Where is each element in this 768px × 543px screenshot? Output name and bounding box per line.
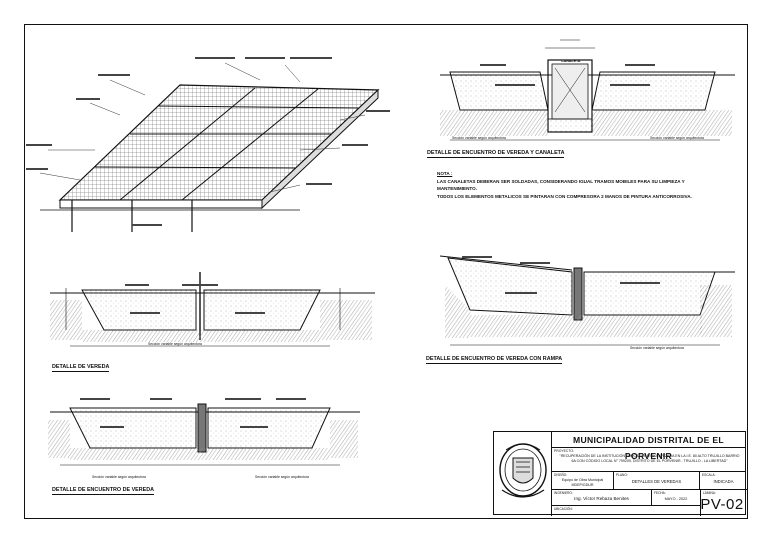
date-key: FECHA:: [654, 491, 666, 495]
seccion-label-5: Sección variable según arquitectura: [650, 136, 704, 140]
project-name: "RECUPERACIÓN DE LA INSTITUCIÓN EDUCATIV…: [559, 454, 740, 463]
canaleta-label: CANALETA: [561, 59, 581, 63]
seccion-label-4: Sección variable según arquitectura: [452, 136, 506, 140]
engineer-cell: INGENIERO: Ing. Víctor Rebaza Benites: [552, 490, 652, 506]
designer-value: Equipo de Obra Municipal: [561, 478, 604, 482]
vereda-title: DETALLE DE VEREDA: [52, 364, 110, 372]
engineer-value: Ing. Víctor Rebaza Benites: [574, 496, 629, 501]
date-value: MAYO - 2022: [664, 497, 688, 501]
designer-value-2: MDEP/GDUR: [571, 483, 594, 487]
location-cell: UBICACIÓN:: [552, 506, 701, 516]
plan-cell: PLANO: DETALLES DE VEREDAS: [614, 472, 700, 490]
scale-key: ESCALA:: [702, 473, 716, 477]
municipal-seal: [494, 432, 552, 516]
seccion-label-6: Sección variable según arquitectura: [630, 346, 684, 350]
sheet-frame: [24, 24, 748, 519]
canaleta-title: DETALLE DE ENCUENTRO DE VEREDA Y CANALET…: [427, 150, 565, 158]
note-line-1: LAS CANALETAS DEBERAN SER SOLDADAS, CONS…: [437, 178, 685, 184]
location-key: UBICACIÓN:: [554, 507, 573, 511]
plan-key: PLANO:: [616, 473, 628, 477]
rampa-title: DETALLE DE ENCUENTRO DE VEREDA CON RAMPA: [426, 356, 563, 364]
encuentro-section: [48, 398, 360, 466]
encuentro-title: DETALLE DE ENCUENTRO DE VEREDA: [52, 487, 155, 495]
vereda-section: [50, 272, 375, 347]
project-cell: PROYECTO: "RECUPERACIÓN DE LA INSTITUCIÓ…: [552, 448, 745, 472]
engineer-key: INGENIERO:: [554, 491, 573, 495]
date-cell: FECHA: MAYO - 2022: [652, 490, 701, 506]
seccion-label-3: Sección variable según arquitectura: [255, 475, 309, 479]
note-line-3: TODOS LOS ELEMENTOS METALICOS SE PINTARA…: [437, 193, 692, 199]
entity-name: MUNICIPALIDAD DISTRITAL DE EL PORVENIR: [552, 432, 745, 461]
iso-grate: [26, 57, 390, 232]
note-heading: NOTA :: [437, 171, 453, 176]
scale-value: INDICADA: [713, 479, 734, 484]
rampa-section: [439, 255, 735, 346]
designer-key: DISEÑO:: [554, 473, 568, 477]
designer-cell: DISEÑO: Equipo de Obra Municipal MDEP/GD…: [552, 472, 614, 490]
seccion-label-1: Sección variable según arquitectura: [148, 342, 202, 346]
plan-value: DETALLES DE VEREDAS: [631, 479, 682, 484]
canaleta-section: [440, 39, 735, 141]
general-note: NOTA : LAS CANALETAS DEBERAN SER SOLDADA…: [437, 170, 692, 200]
title-block: MUNICIPALIDAD DISTRITAL DE EL PORVENIR P…: [493, 431, 747, 516]
sheet-key: LÁMINA:: [703, 491, 716, 495]
note-line-2: MANTENIMIENTO.: [437, 186, 477, 191]
sheet-code: PV-02: [700, 496, 744, 513]
seccion-label-2: Sección variable según arquitectura: [92, 475, 146, 479]
project-key: PROYECTO:: [554, 449, 574, 453]
scale-cell: ESCALA: INDICADA: [700, 472, 747, 490]
